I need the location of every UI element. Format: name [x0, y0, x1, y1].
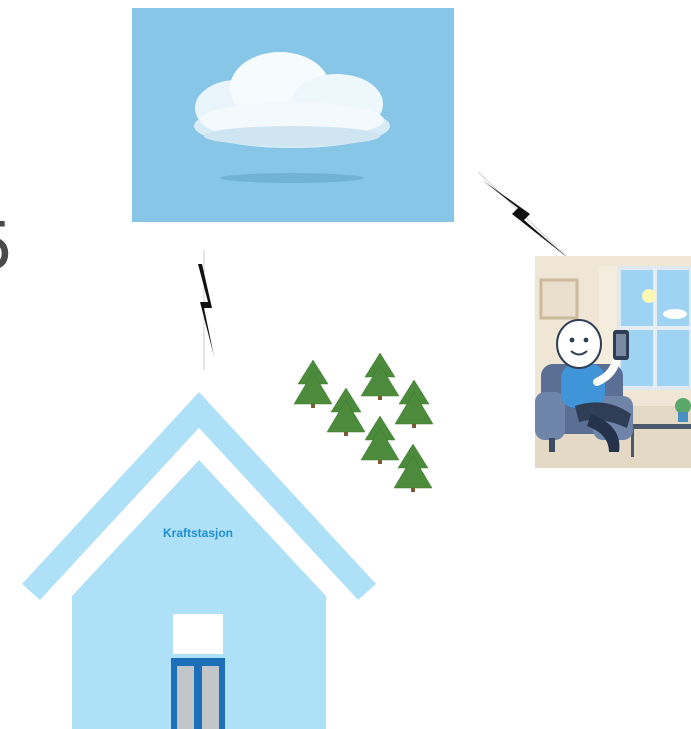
cloud-panel: [132, 8, 454, 222]
station-label: Kraftstasjon: [120, 526, 276, 540]
power-station-icon: [20, 388, 378, 729]
lightning-bolt-icon: [184, 250, 224, 372]
partial-number: 5: [0, 214, 14, 280]
lightning-bolt-icon: [476, 170, 572, 262]
person-with-phone-icon: [535, 256, 691, 468]
door: [171, 614, 225, 729]
